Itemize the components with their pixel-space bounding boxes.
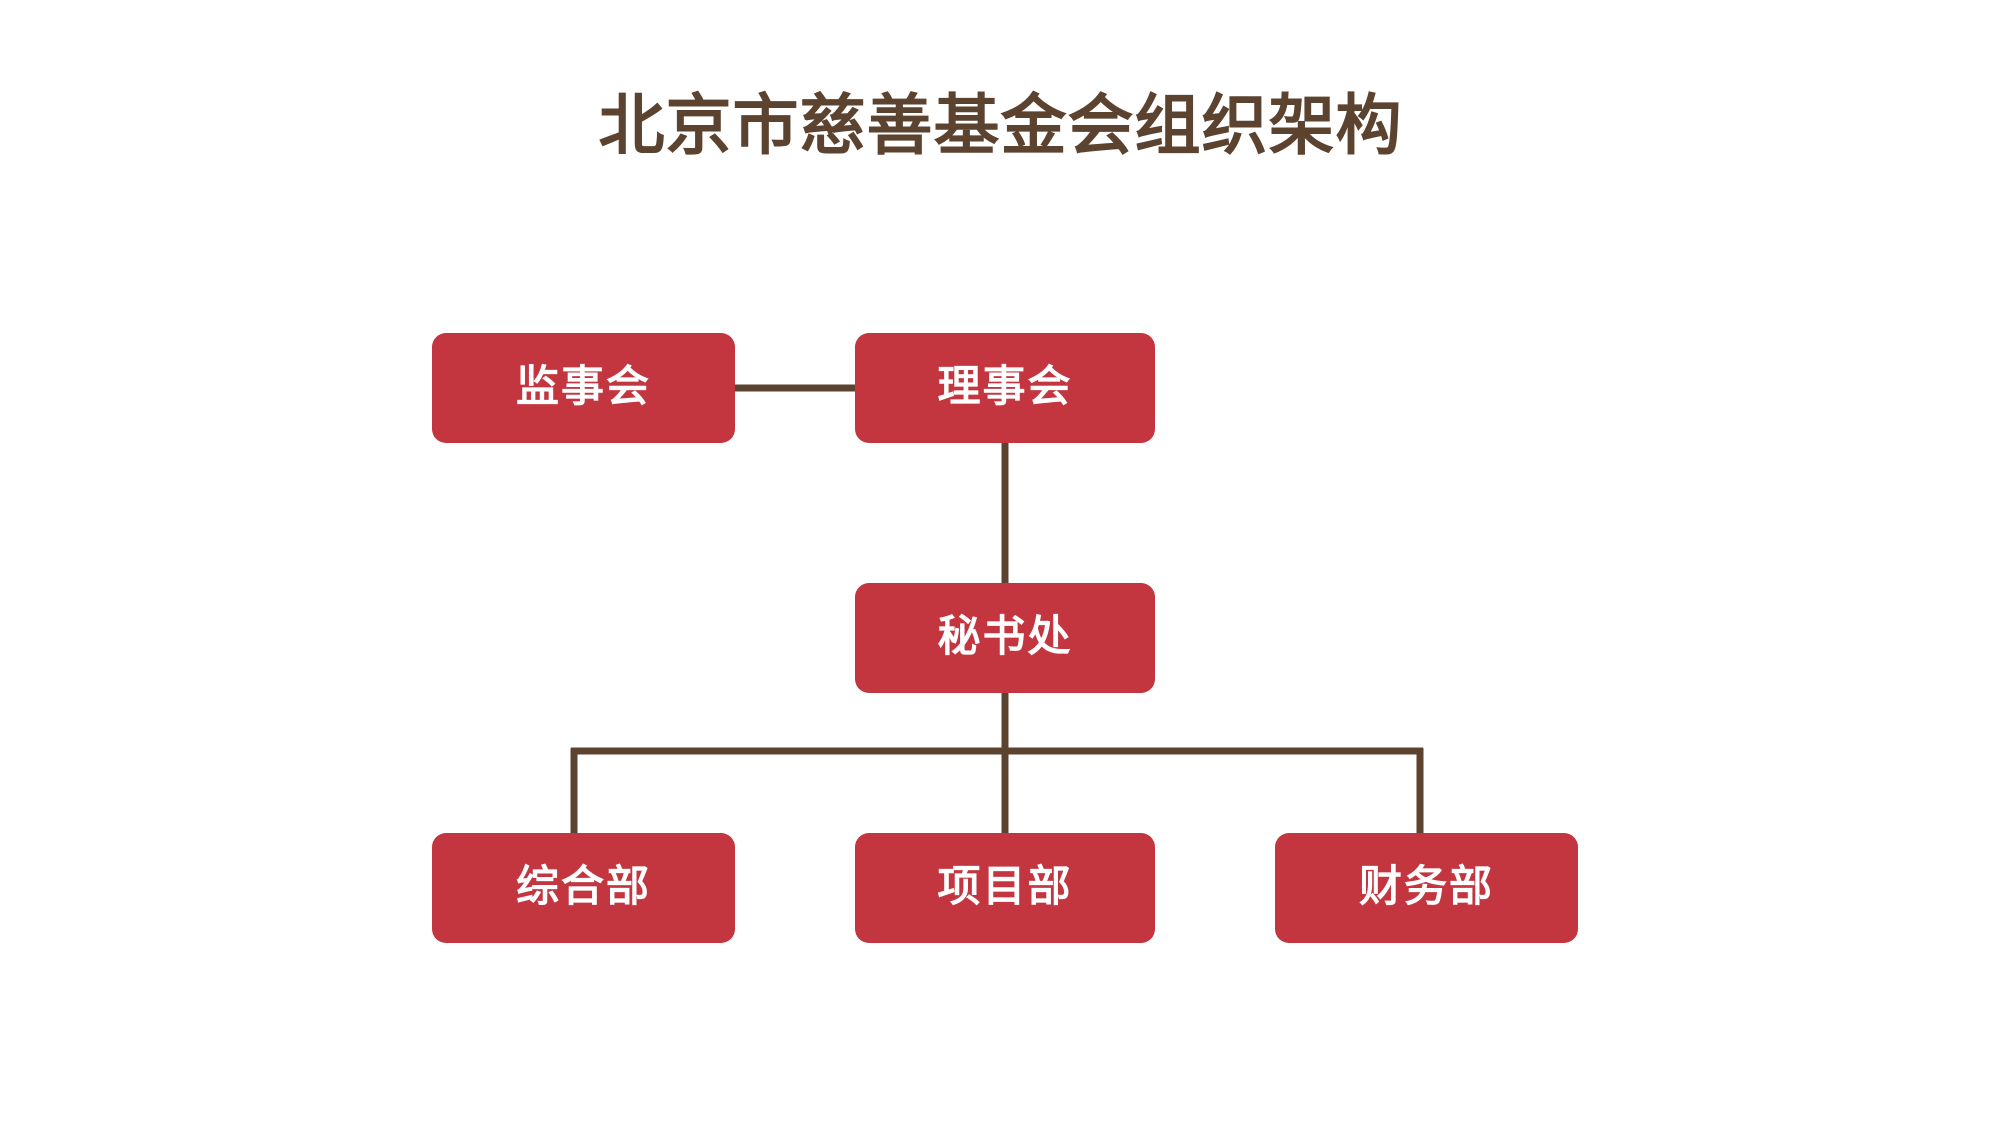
org-node-general-affairs-department[interactable]: 综合部 <box>432 833 735 943</box>
org-node-label: 综合部 <box>516 861 651 912</box>
page-title: 北京市慈善基金会组织架构 <box>598 86 1403 164</box>
org-node-label: 财务部 <box>1359 861 1494 912</box>
org-node-project-department[interactable]: 项目部 <box>855 833 1155 943</box>
org-node-label: 秘书处 <box>937 611 1073 662</box>
org-node-label: 理事会 <box>937 361 1073 412</box>
org-node-label: 项目部 <box>937 861 1073 912</box>
org-node-finance-department[interactable]: 财务部 <box>1275 833 1578 943</box>
org-node-label: 监事会 <box>516 361 651 412</box>
org-node-supervisory-board[interactable]: 监事会 <box>432 333 735 443</box>
org-node-board-of-directors[interactable]: 理事会 <box>855 333 1155 443</box>
org-node-secretariat[interactable]: 秘书处 <box>855 583 1155 693</box>
